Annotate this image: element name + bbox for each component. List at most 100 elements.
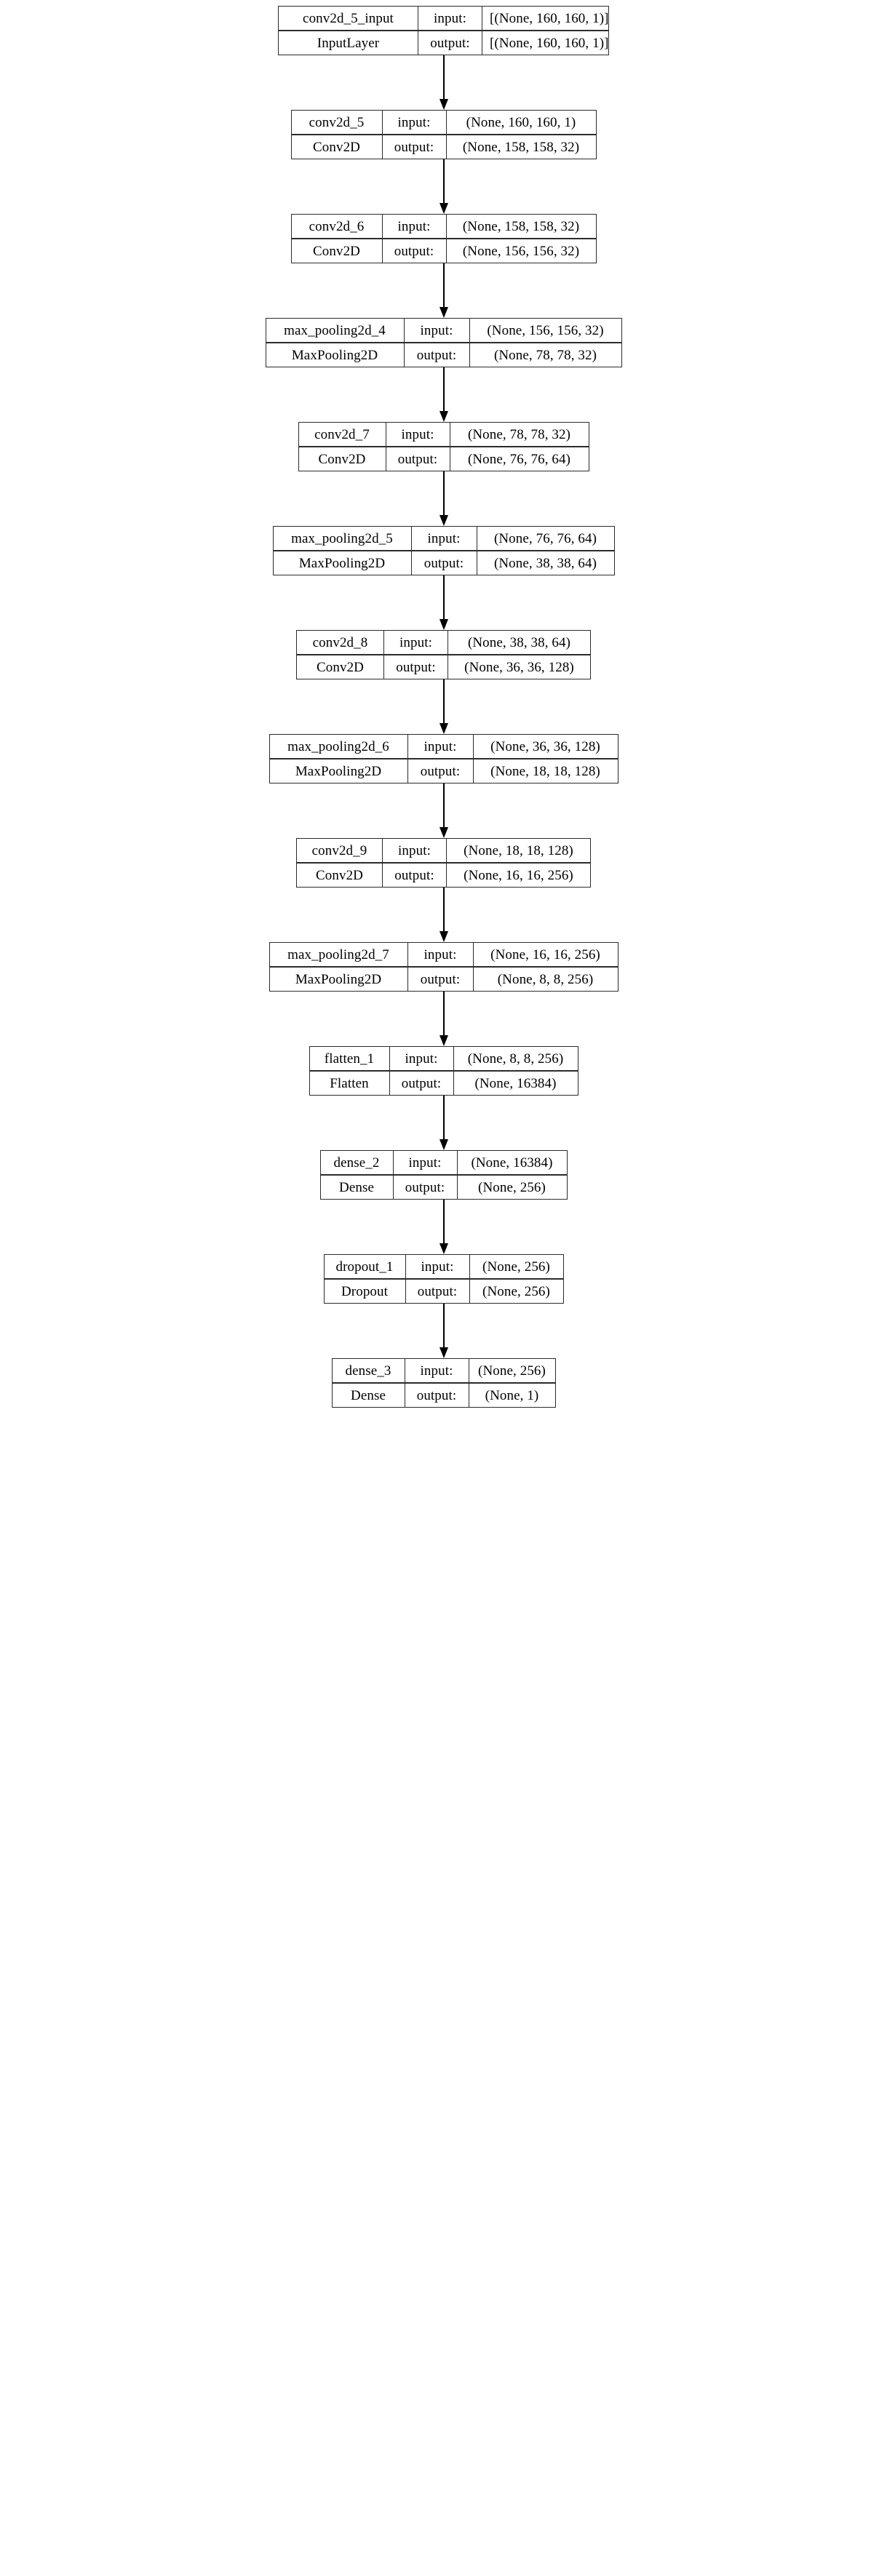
edge-max_pooling2d_4-to-conv2d_7: [439, 367, 449, 422]
edge-line: [442, 1096, 445, 1141]
input-shape: (None, 76, 76, 64): [493, 530, 597, 546]
arrowhead-icon: [439, 411, 448, 422]
edge-max_pooling2d_7-to-flatten_1: [439, 992, 449, 1046]
output-label: output:: [406, 1280, 470, 1303]
output-shape: [(None, 160, 160, 1)]: [490, 35, 609, 51]
layer-type: Dropout: [325, 1280, 406, 1303]
output-shape: (None, 16384): [474, 1075, 557, 1091]
edge-dense_2-to-dropout_1: [439, 1200, 449, 1254]
output-label: output:: [405, 343, 470, 367]
layer-name: dense_2: [321, 1151, 394, 1174]
edge-line: [442, 159, 445, 204]
input-label: input:: [383, 839, 447, 862]
layer-name: conv2d_9: [297, 839, 383, 862]
edge-dropout_1-to-dense_3: [439, 1304, 449, 1358]
edge-line: [442, 471, 445, 517]
arrowhead-icon: [439, 1139, 448, 1150]
layer-type: MaxPooling2D: [274, 551, 412, 575]
arrowhead-icon: [439, 515, 448, 526]
layer-name: conv2d_6: [292, 215, 383, 238]
input-shape: (None, 16, 16, 256): [490, 946, 600, 962]
layer-name: max_pooling2d_4: [266, 319, 405, 342]
output-shape: (None, 76, 76, 64): [467, 451, 571, 467]
arrowhead-icon: [439, 723, 448, 734]
layer-name: flatten_1: [310, 1047, 390, 1070]
layer-type: InputLayer: [279, 31, 418, 55]
layer-type: MaxPooling2D: [266, 343, 405, 367]
edge-conv2d_6-to-max_pooling2d_4: [439, 263, 449, 318]
edge-line: [442, 1200, 445, 1245]
input-label: input:: [412, 527, 477, 550]
layer-type: Flatten: [310, 1072, 390, 1095]
edge-max_pooling2d_5-to-conv2d_8: [439, 575, 449, 630]
arrowhead-icon: [439, 931, 448, 942]
output-shape: (None, 256): [482, 1283, 550, 1299]
layer-type: Dense: [321, 1176, 394, 1199]
layer-type: Conv2D: [292, 135, 383, 159]
input-shape: (None, 78, 78, 32): [467, 426, 571, 442]
output-shape: (None, 18, 18, 128): [490, 763, 600, 779]
input-label: input:: [386, 423, 450, 446]
layer-type: MaxPooling2D: [270, 968, 408, 991]
input-label: input:: [405, 319, 470, 342]
top-margin: [443, 0, 444, 6]
layer-name: conv2d_5_input: [279, 7, 418, 30]
output-label: output:: [408, 968, 474, 991]
layer-name: max_pooling2d_5: [274, 527, 412, 550]
input-label: input:: [383, 215, 447, 238]
input-label: input:: [383, 111, 447, 134]
output-label: output:: [412, 551, 477, 575]
layer-name: dense_3: [333, 1359, 405, 1382]
edge-conv2d_8-to-max_pooling2d_6: [439, 679, 449, 734]
input-shape: (None, 160, 160, 1): [466, 114, 576, 130]
edge-conv2d_9-to-max_pooling2d_7: [439, 888, 449, 942]
edge-line: [442, 679, 445, 725]
input-label: input:: [406, 1255, 470, 1278]
layer-name: dropout_1: [325, 1255, 406, 1278]
arrowhead-icon: [439, 619, 448, 630]
arrowhead-icon: [439, 1035, 448, 1046]
layer-name: max_pooling2d_6: [270, 735, 408, 758]
input-label: input:: [405, 1359, 469, 1382]
output-shape: (None, 158, 158, 32): [462, 139, 580, 155]
output-shape: (None, 156, 156, 32): [462, 243, 580, 259]
arrowhead-icon: [439, 1243, 448, 1254]
arrowhead-icon: [439, 827, 448, 838]
input-label: input:: [408, 735, 474, 758]
input-label: input:: [408, 943, 474, 966]
output-label: output:: [386, 447, 450, 471]
output-shape: (None, 256): [478, 1179, 546, 1195]
edge-line: [442, 367, 445, 412]
output-shape: (None, 16, 16, 256): [464, 867, 573, 883]
layer-type: Dense: [333, 1384, 405, 1407]
